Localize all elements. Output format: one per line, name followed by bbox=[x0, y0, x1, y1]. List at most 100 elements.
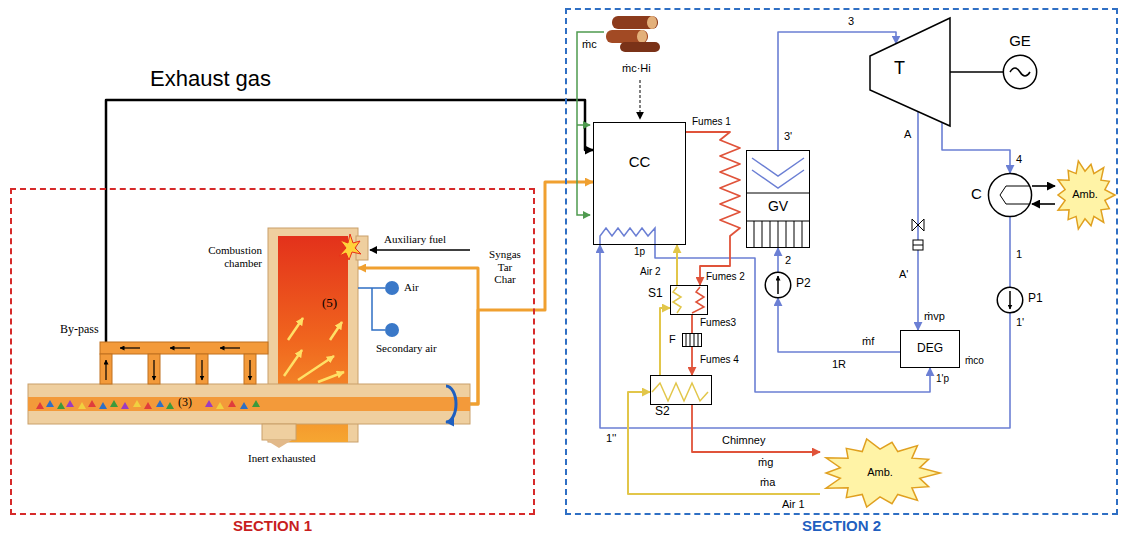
by-pass-flow-arrows bbox=[153, 360, 154, 380]
box-label: P2 bbox=[796, 277, 811, 291]
combustion-chamber-box: CC bbox=[593, 122, 686, 245]
combustion-coil bbox=[600, 228, 655, 244]
kiln-particle bbox=[144, 402, 152, 409]
wood-fuel-icon bbox=[620, 42, 660, 52]
section-title: SECTION 1 bbox=[233, 517, 312, 534]
flow-line bbox=[950, 71, 1003, 73]
kiln-particle bbox=[216, 402, 224, 409]
pump-arrow bbox=[1009, 291, 1011, 309]
by-pass-flow-arrows bbox=[105, 360, 106, 380]
rotary-kiln-art bbox=[28, 397, 470, 411]
wood-fuel-icon bbox=[647, 16, 657, 29]
section-region: SECTION 1Combustion chamber(5)By-pass(3) bbox=[10, 188, 535, 515]
by-pass-art bbox=[100, 342, 268, 384]
flow-line bbox=[917, 112, 919, 330]
steam-generator-art bbox=[752, 170, 804, 188]
flow-label: ṁvp bbox=[924, 310, 945, 323]
flow-label: Auxiliary fuel bbox=[384, 233, 446, 246]
box-label: T bbox=[894, 58, 905, 79]
air-supply bbox=[385, 281, 399, 295]
by-pass-art bbox=[100, 354, 112, 384]
box-label: C bbox=[971, 185, 982, 202]
flame-arrows bbox=[330, 322, 342, 340]
callout-number: (5) bbox=[322, 296, 337, 311]
valve-symbol bbox=[913, 245, 923, 246]
flow-line bbox=[692, 405, 820, 452]
flow-label: 1' bbox=[1016, 316, 1024, 329]
kiln-particle bbox=[36, 402, 44, 409]
box-label: P1 bbox=[1028, 292, 1043, 306]
fuel-feed-line bbox=[577, 124, 590, 126]
steam-generator-art bbox=[746, 158, 810, 248]
ambient-burst: Amb. bbox=[820, 438, 940, 508]
box-label: S1 bbox=[648, 287, 663, 301]
flow-label: Secondary air bbox=[376, 342, 437, 355]
part-name: By-pass bbox=[60, 323, 99, 337]
pump: P2 bbox=[765, 272, 791, 298]
ambient-burst: Amb. bbox=[1055, 160, 1115, 230]
inert-outlet-art bbox=[262, 424, 296, 440]
kiln-particle bbox=[78, 402, 86, 409]
flow-label: 4 bbox=[1016, 153, 1022, 166]
inert-outlet-art bbox=[262, 424, 296, 448]
kiln-particle bbox=[110, 400, 118, 407]
generator-symbol bbox=[1010, 68, 1030, 76]
flow-label: ṁco bbox=[965, 355, 984, 367]
rotary-kiln-art bbox=[28, 384, 470, 424]
auxiliary-fuel-arrow bbox=[370, 249, 470, 251]
auxiliary-fuel-arrow bbox=[370, 250, 470, 251]
by-pass-flow-arrows bbox=[201, 360, 202, 380]
fuel-energy-arrow bbox=[640, 80, 641, 119]
part-name: Combustion chamber bbox=[196, 244, 262, 269]
flow-label: 1'p bbox=[936, 373, 949, 385]
combustion-tower-art bbox=[356, 236, 368, 260]
box-label: Amb. bbox=[1072, 188, 1098, 201]
flow-label: A bbox=[904, 128, 911, 141]
flow-label: Fumes 2 bbox=[706, 271, 745, 283]
combustion-coil bbox=[600, 228, 655, 244]
by-pass-flow-arrows bbox=[170, 347, 190, 348]
kiln-particle bbox=[228, 400, 236, 407]
by-pass-flow-arrows bbox=[106, 348, 250, 380]
circle-outline bbox=[765, 272, 791, 298]
flow-label: 1p bbox=[634, 246, 645, 258]
condenser-coil bbox=[1000, 186, 1030, 204]
flow-label: 3 bbox=[848, 15, 854, 28]
flow-label: 1'' bbox=[606, 432, 616, 445]
turbine-outline bbox=[870, 18, 950, 126]
flow-line bbox=[777, 248, 779, 272]
steam-generator-art bbox=[752, 158, 804, 176]
flow-line bbox=[686, 132, 740, 285]
flow-label: ṁa bbox=[760, 476, 775, 489]
filter: F bbox=[682, 333, 702, 347]
flame-arrows bbox=[298, 356, 334, 380]
air-supply bbox=[358, 281, 399, 337]
flow-line bbox=[676, 245, 678, 285]
flow-label: Chimney bbox=[722, 434, 765, 447]
by-pass-art bbox=[100, 342, 268, 354]
inert-outlet-art bbox=[266, 440, 292, 448]
kiln-particle bbox=[156, 400, 164, 407]
pump-arrow bbox=[778, 276, 1010, 309]
flame-arrows bbox=[284, 318, 344, 382]
flow-label: 2 bbox=[785, 254, 791, 267]
kiln-particle bbox=[66, 400, 74, 407]
section-title: SECTION 2 bbox=[802, 517, 881, 534]
flow-label: Air bbox=[404, 281, 419, 294]
air-supply bbox=[385, 323, 399, 337]
steam-generator-art bbox=[746, 193, 810, 194]
by-pass-flow-arrows bbox=[120, 347, 140, 348]
fuel-feed-line bbox=[577, 32, 604, 215]
flow-label: 3' bbox=[784, 130, 792, 143]
steam-generator: GV bbox=[746, 150, 810, 248]
flow-line bbox=[655, 245, 930, 392]
wood-fuel-icon bbox=[606, 30, 648, 43]
kiln-particle bbox=[121, 402, 129, 409]
flow-line bbox=[600, 245, 1010, 428]
box-label: GE bbox=[1009, 32, 1031, 49]
flow-label: Fumes3 bbox=[700, 317, 736, 329]
flow-line bbox=[691, 315, 693, 333]
flame-arrows bbox=[288, 318, 303, 340]
generator-symbol bbox=[1010, 68, 1030, 76]
flow-label: A' bbox=[899, 268, 908, 281]
